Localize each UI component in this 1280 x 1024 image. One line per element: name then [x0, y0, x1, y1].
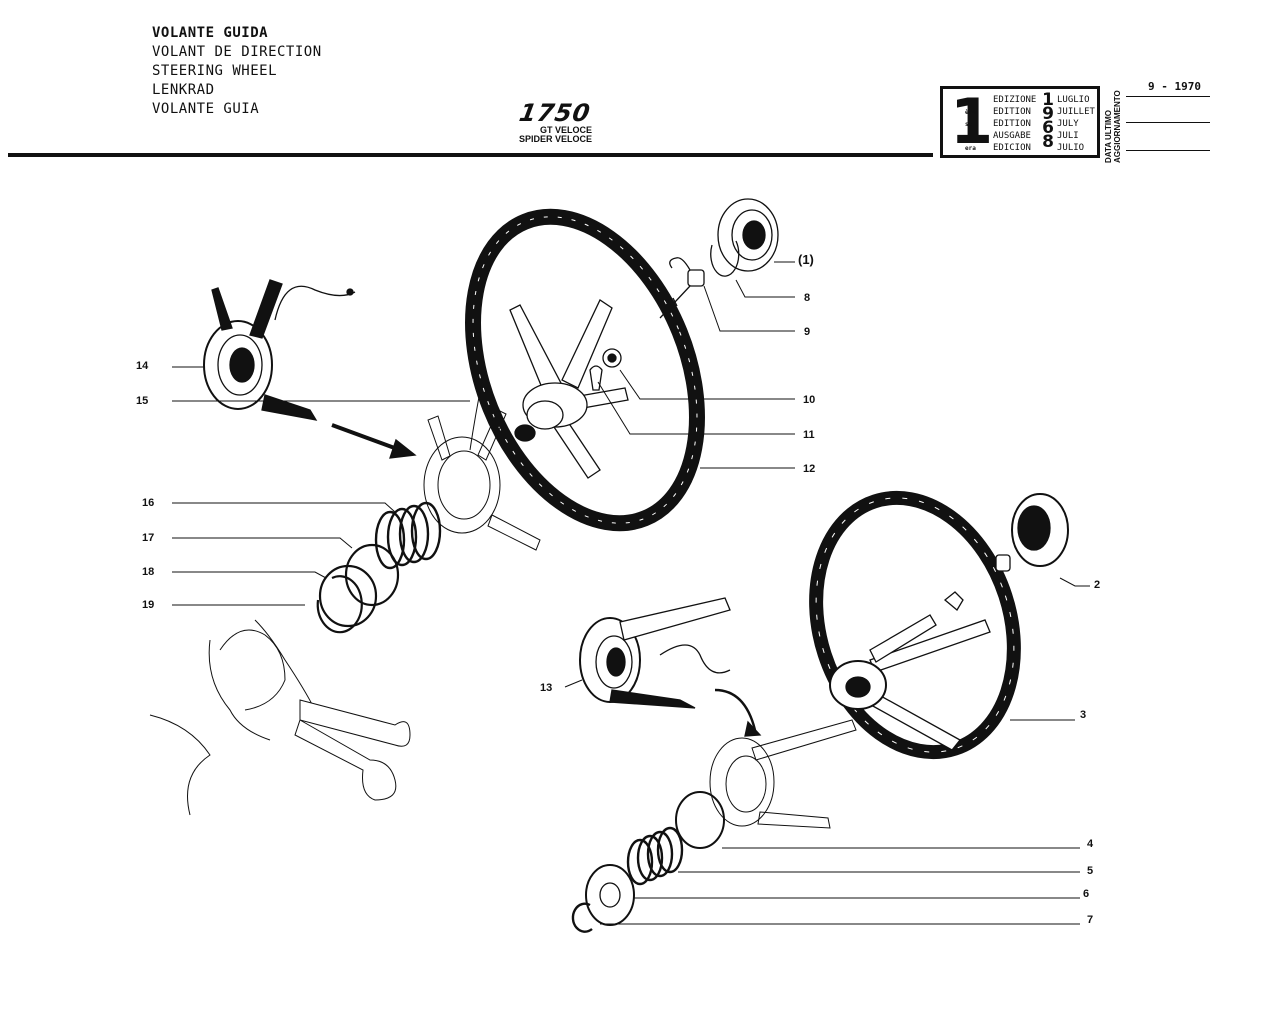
header-rule — [8, 153, 933, 157]
edition-numeral: 1 — [950, 85, 994, 158]
washer-6 — [585, 864, 635, 926]
title-spanish: VOLANTE GUIA — [152, 101, 260, 117]
edition-month: JUILLET — [1057, 107, 1095, 117]
edition-word: EDICION — [993, 143, 1031, 153]
leader-lines — [172, 261, 1090, 925]
title-english: STEERING WHEEL — [152, 63, 278, 79]
callout-label: 2 — [1094, 579, 1101, 591]
edition-month: JULI — [1057, 131, 1079, 141]
model-line-2: SPIDER VELOCE — [518, 134, 592, 144]
edition-word: EDIZIONE — [993, 95, 1037, 105]
callout-label: 5 — [1087, 865, 1094, 877]
title-german: LENKRAD — [152, 82, 215, 98]
model-line-1: GT VELOCE — [539, 125, 592, 135]
assembly-arrow — [331, 423, 401, 452]
callout-label: 12 — [803, 463, 816, 475]
horn-button — [717, 198, 779, 272]
ring-18 — [318, 564, 378, 628]
date-underline — [1126, 96, 1210, 97]
callout-label: 10 — [803, 394, 816, 406]
callout-label: 8 — [804, 292, 811, 304]
title-block: VOLANTE GUIDA VOLANT DE DIRECTION STEERI… — [152, 24, 322, 119]
callout-label: 14 — [136, 360, 149, 372]
horn-cap-2 — [995, 493, 1069, 572]
circlip-7 — [571, 902, 593, 933]
callout-label: 9 — [804, 326, 811, 338]
callout-label: 11 — [803, 429, 815, 441]
edition-superscript: era — [965, 145, 976, 152]
title-french: VOLANT DE DIRECTION — [152, 44, 322, 60]
contact-outline-15 — [423, 371, 541, 551]
callout-label: 3 — [1080, 709, 1087, 721]
spring-16 — [374, 501, 442, 570]
clip-ring — [710, 240, 740, 277]
edition-superscript: ère — [965, 109, 976, 116]
edition-word: EDITION — [993, 119, 1031, 129]
callout-label: 4 — [1087, 838, 1094, 850]
callout-label: 6 — [1083, 888, 1090, 900]
callout-label: 13 — [540, 682, 553, 694]
assembly-arrow-2 — [714, 688, 757, 731]
model-badge: 1750 GT VELOCE SPIDER VELOCE — [510, 99, 600, 144]
edition-word: EDITION — [993, 107, 1031, 117]
callout-label: 18 — [142, 566, 155, 578]
spring-5 — [626, 826, 684, 886]
circlip-19 — [316, 575, 363, 634]
assembly-arrow-head — [389, 438, 417, 459]
callout-label: 17 — [142, 532, 155, 544]
callout-label: 7 — [1087, 914, 1094, 926]
steering-wheel-sport — [465, 208, 705, 532]
edition-month: JULIO — [1057, 143, 1085, 153]
contact-spoke-assembly-14 — [203, 279, 356, 421]
callout-label: 16 — [142, 497, 155, 509]
assembly-arrow-head-2 — [744, 720, 762, 737]
date-underline — [1126, 122, 1210, 123]
edition-box: 1 a ère st . era EDIZIONE EDITION EDITIO… — [940, 86, 1100, 158]
edition-word: AUSGABE — [993, 131, 1031, 141]
ring-4 — [675, 791, 725, 849]
hand-illustration — [149, 619, 411, 816]
steering-wheel-standard — [809, 490, 1021, 760]
title-italian: VOLANTE GUIDA — [152, 25, 269, 41]
contact-assembly-13 — [579, 597, 731, 709]
edition-superscript: st — [965, 121, 973, 128]
update-date: 9 - 1970 — [1148, 80, 1201, 93]
edition-superscript: a — [965, 97, 969, 104]
callout-label: 15 — [136, 395, 149, 407]
callout-label: (1) — [798, 252, 814, 267]
edition-month: JULY — [1057, 119, 1079, 129]
edition-month: LUGLIO — [1057, 95, 1090, 105]
ring-17 — [344, 543, 400, 607]
callout-label: 19 — [142, 599, 155, 611]
contact-outline-13b — [709, 719, 857, 829]
edition-superscript: . — [965, 133, 969, 140]
horn-contact — [659, 257, 705, 319]
date-underline — [1126, 150, 1210, 151]
